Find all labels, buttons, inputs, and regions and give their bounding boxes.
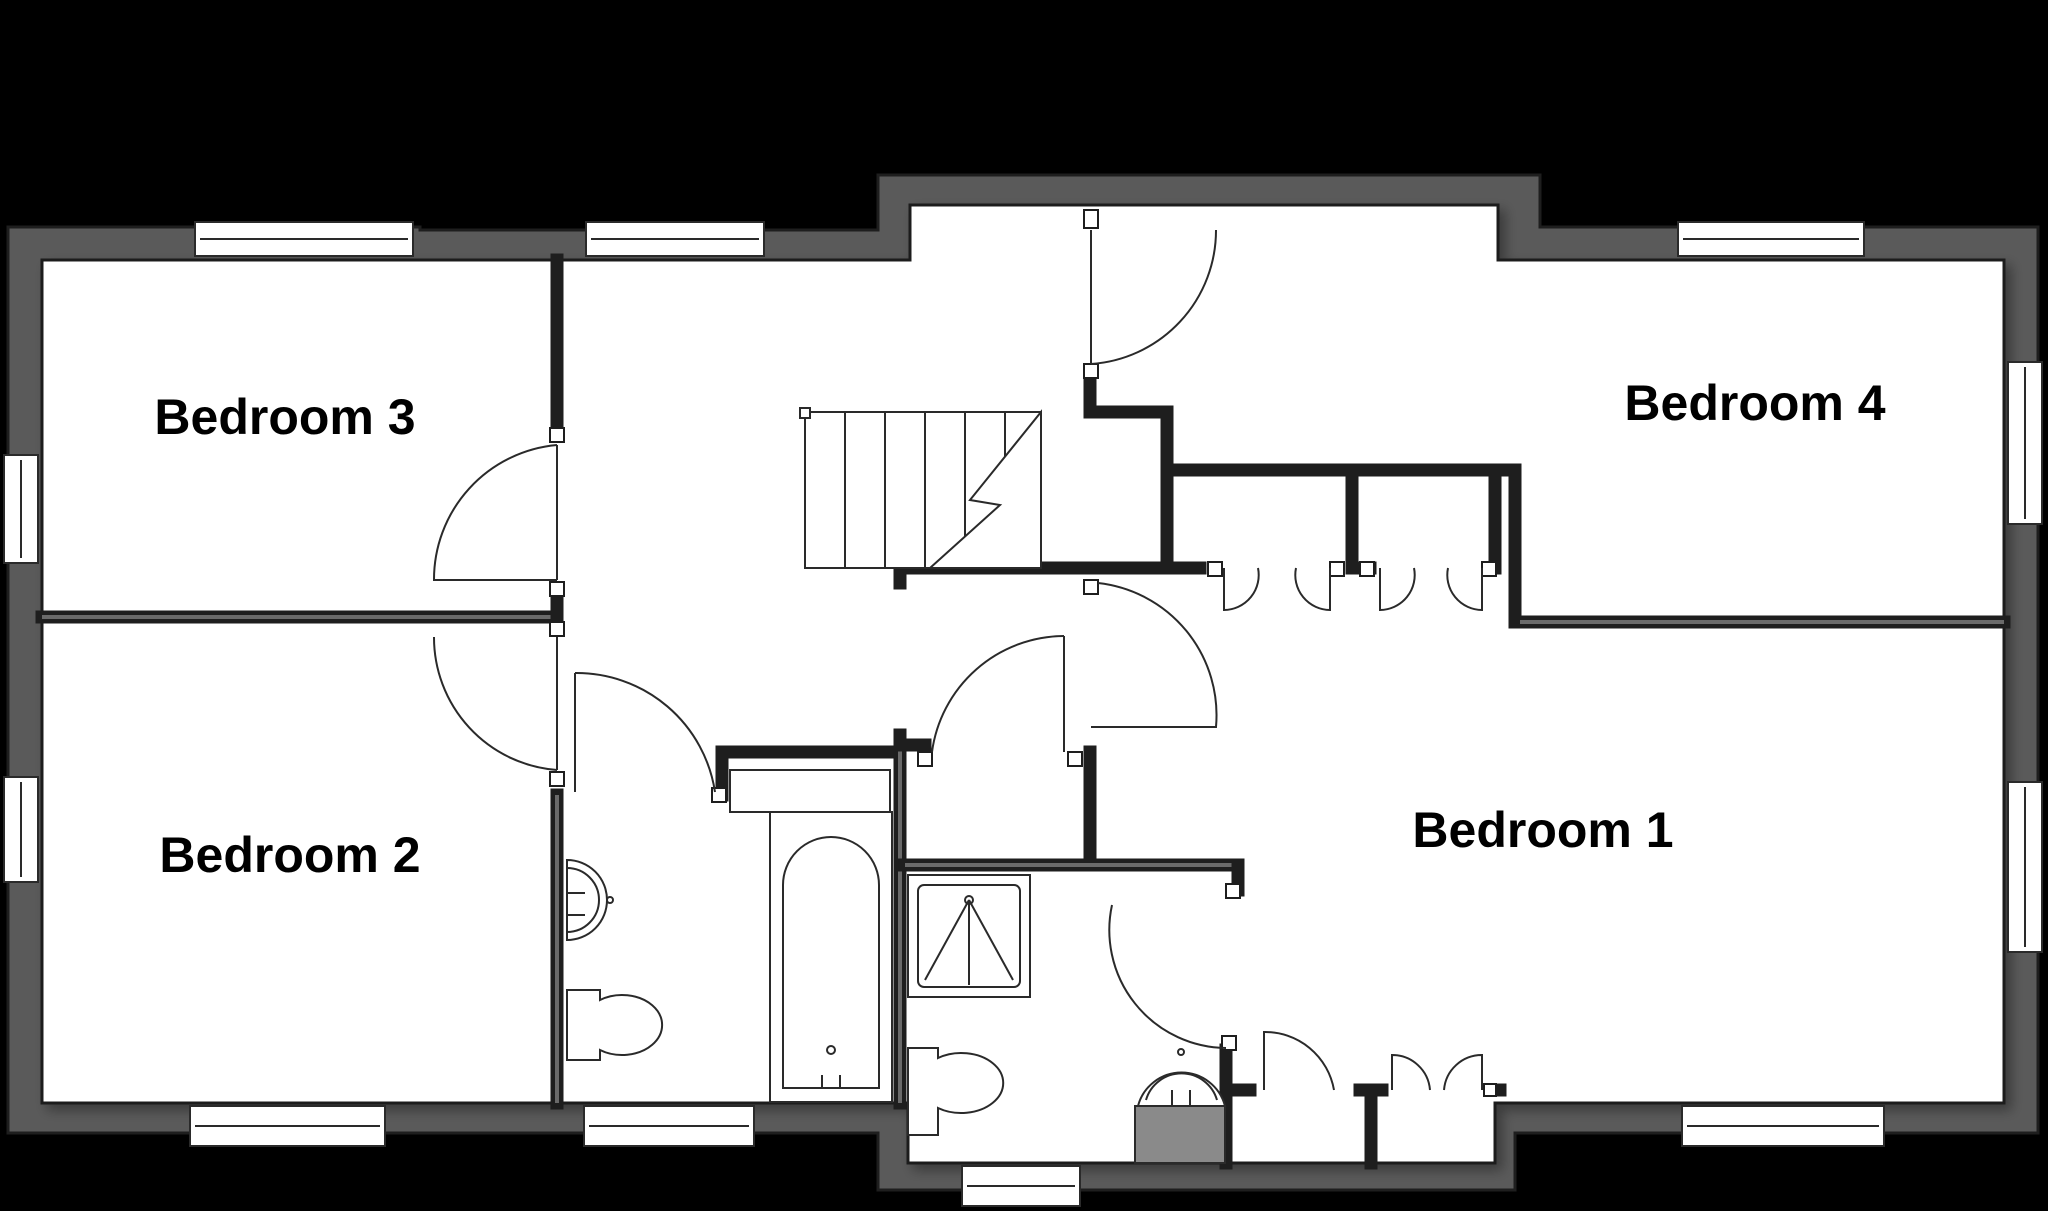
label-bedroom-1: Bedroom 1 <box>1412 802 1673 858</box>
label-bedroom-4: Bedroom 4 <box>1624 375 1885 431</box>
door-swings <box>432 229 1483 1091</box>
ensuite-fixtures <box>907 874 1227 1164</box>
interior-walls <box>35 253 2011 1170</box>
toilet <box>566 989 664 1061</box>
ensuite-toilet <box>907 1047 1005 1136</box>
bath <box>729 769 891 813</box>
bathroom-fixtures <box>566 769 893 1103</box>
windows <box>3 221 2043 1207</box>
label-bedroom-2: Bedroom 2 <box>159 827 420 883</box>
interior-floor <box>40 203 2006 1165</box>
vanity-unit <box>1134 1105 1226 1164</box>
staircase <box>799 407 1042 569</box>
basin <box>566 858 608 942</box>
label-bedroom-3: Bedroom 3 <box>154 389 415 445</box>
